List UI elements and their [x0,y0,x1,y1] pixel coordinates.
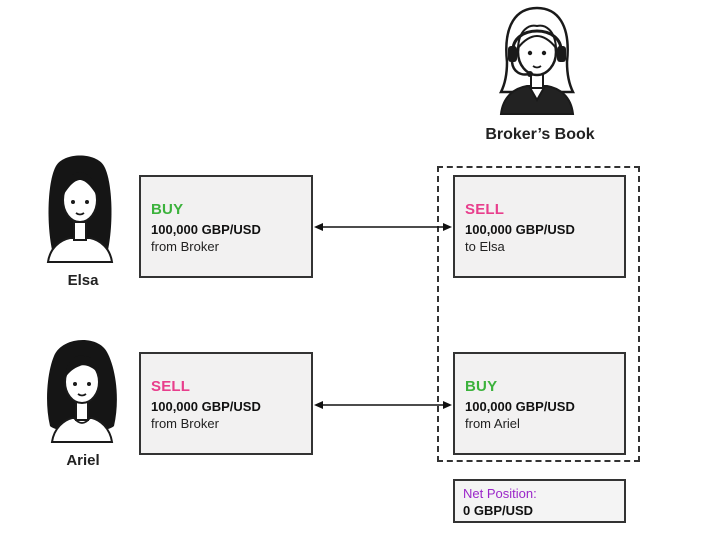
broker-headset-avatar-icon [498,6,576,115]
trade-action-sell: SELL [465,201,505,218]
net-position-box: Net Position: 0 GBP/USD [453,479,626,523]
trade-counterparty: from Broker [151,416,219,431]
trader-name-elsa: Elsa [67,272,99,289]
trade-box-broker-elsa: SELL 100,000 GBP/USD to Elsa [453,175,626,278]
trader-name-ariel: Ariel [66,452,100,469]
broker-book-frame [437,166,640,462]
elsa-avatar-icon [46,155,114,263]
trade-action-buy: BUY [151,201,184,218]
arrow-elsa-broker [314,223,452,231]
trade-action-buy: BUY [465,378,498,395]
net-position-label: Net Position: [463,486,537,501]
trade-counterparty: to Elsa [465,239,505,254]
trade-amount: 100,000 GBP/USD [151,399,261,414]
arrow-ariel-broker [314,401,452,409]
net-position-value: 0 GBP/USD [463,503,534,518]
trade-box-ariel: SELL 100,000 GBP/USD from Broker [139,352,313,455]
trade-counterparty: from Ariel [465,416,520,431]
ariel-avatar-icon [47,339,117,443]
trade-counterparty: from Broker [151,239,219,254]
broker-book-title: Broker’s Book [485,126,595,143]
trade-amount: 100,000 GBP/USD [151,222,261,237]
trade-action-sell: SELL [151,378,191,395]
trade-amount: 100,000 GBP/USD [465,222,575,237]
trade-box-broker-ariel: BUY 100,000 GBP/USD from Ariel [453,352,626,455]
trade-amount: 100,000 GBP/USD [465,399,575,414]
trade-box-elsa: BUY 100,000 GBP/USD from Broker [139,175,313,278]
